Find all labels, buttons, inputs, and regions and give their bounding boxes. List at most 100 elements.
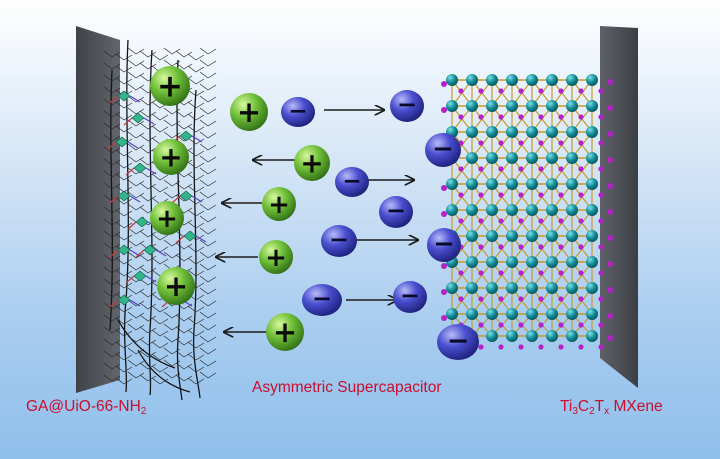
mxene-metal-atom [566, 74, 578, 86]
mxene-termination-atom [518, 88, 524, 94]
mxene-termination-atom [441, 211, 447, 217]
cation: + [294, 145, 330, 181]
anion-symbol: − [312, 285, 332, 313]
cation-symbol: + [268, 190, 290, 220]
mxene-metal-atom [506, 100, 518, 112]
mxene-termination-atom [578, 88, 584, 94]
mxene-termination-atom [478, 140, 484, 146]
cation-symbol: + [273, 315, 297, 349]
mxene-metal-atom [446, 308, 458, 320]
mxene-termination-atom [607, 235, 613, 241]
anion-sphere [425, 133, 461, 167]
mxene-metal-atom [546, 330, 558, 342]
anion-symbol: − [432, 134, 454, 164]
ion-migration-arrows [216, 110, 418, 332]
cation-symbol: + [156, 204, 178, 234]
mxene-termination-atom [558, 140, 564, 146]
mxene-termination-atom [478, 114, 484, 120]
mxene-metal-atom [486, 282, 498, 294]
mxene-metal-atom [526, 152, 538, 164]
mof-cluster [143, 244, 157, 256]
mof-clusters [107, 90, 207, 308]
right-electrode-plate [600, 26, 638, 388]
mxene-metal-atom [526, 100, 538, 112]
mxene-termination-atom [578, 140, 584, 146]
cation-symbol: + [265, 243, 287, 273]
mxene-termination-atom [498, 218, 504, 224]
graphene-sheet-fiber [137, 349, 191, 393]
mxene-termination-atom [538, 88, 544, 94]
mxene-metal-atom [526, 230, 538, 242]
anion: − [321, 225, 357, 257]
mxene-termination-atom [578, 270, 584, 276]
cation: + [266, 313, 304, 351]
cation-sphere [294, 145, 330, 181]
mxene-termination-atom [578, 166, 584, 172]
mxene-termination-atom [538, 166, 544, 172]
mxene-termination-atom [518, 114, 524, 120]
anion-symbol: − [447, 326, 470, 357]
mxene-termination-atom [607, 183, 613, 189]
mxene-metal-atom [466, 256, 478, 268]
cation-sphere [150, 66, 190, 106]
mxene-termination-atom [558, 270, 564, 276]
cation-symbol: + [300, 146, 323, 179]
anion: − [302, 284, 342, 316]
mxene-metal-atom [486, 126, 498, 138]
mxene-termination-atom [478, 344, 484, 350]
mxene-termination-atom [558, 322, 564, 328]
mxene-termination-atom [607, 287, 613, 293]
mxene-termination-atom [558, 114, 564, 120]
mxene-termination-atom [607, 261, 613, 267]
mxene-metal-atom [526, 204, 538, 216]
mxene-metal-atom [566, 100, 578, 112]
mxene-metal-atom [526, 330, 538, 342]
mxene-metal-atom [586, 204, 598, 216]
mxene-termination-atom [598, 140, 604, 146]
mxene-termination-atom [598, 192, 604, 198]
mxene-termination-atom [558, 88, 564, 94]
graphene-sheet-fiber [192, 89, 201, 399]
mxene-metal-atom [546, 308, 558, 320]
anion-sphere [321, 225, 357, 257]
mxene-metal-atom [526, 282, 538, 294]
mxene-metal-atom [546, 230, 558, 242]
cation-symbol: + [159, 140, 182, 173]
mxene-termination-atom [598, 296, 604, 302]
mxene-metal-atom [546, 256, 558, 268]
mxene-metal-atom [526, 126, 538, 138]
mxene-termination-atom [607, 335, 613, 341]
anion-symbol: − [329, 226, 349, 254]
mxene-metal-atom [546, 152, 558, 164]
mxene-termination-atom [441, 81, 447, 87]
anion: − [427, 228, 461, 262]
mxene-metal-atom [526, 256, 538, 268]
mxene-termination-atom [607, 79, 613, 85]
mxene-metal-atom [486, 256, 498, 268]
mxene-metal-atom [466, 126, 478, 138]
anion-sphere [393, 281, 427, 313]
mxene-metal-atom [506, 74, 518, 86]
mxene-termination-atom [538, 192, 544, 198]
mxene-termination-atom [498, 192, 504, 198]
mxene-termination-atom [558, 192, 564, 198]
mxene-termination-atom [478, 322, 484, 328]
mxene-termination-atom [458, 296, 464, 302]
mxene-metal-atom [546, 100, 558, 112]
mxene-metal-atom [586, 152, 598, 164]
mxene-termination-atom [498, 114, 504, 120]
mxene-metal-atom [486, 308, 498, 320]
anion: − [379, 196, 413, 228]
mxene-termination-atom [458, 192, 464, 198]
mxene-termination-atom [458, 270, 464, 276]
mxene-termination-atom [458, 166, 464, 172]
mxene-termination-atom [558, 218, 564, 224]
mxene-metal-atom [586, 256, 598, 268]
mxene-termination-atom [518, 244, 524, 250]
mxene-termination-atom [598, 166, 604, 172]
mxene-metal-atom [446, 204, 458, 216]
mxene-metal-atom [586, 282, 598, 294]
mxene-metal-atom [486, 100, 498, 112]
mxene-metal-atom [506, 178, 518, 190]
mxene-metal-atom [506, 126, 518, 138]
